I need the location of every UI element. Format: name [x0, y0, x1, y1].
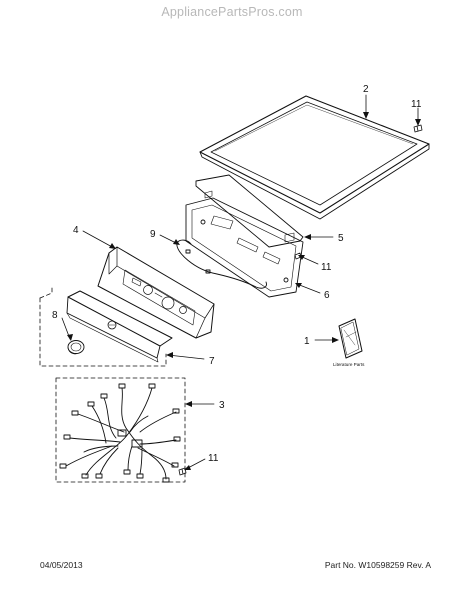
- callout-11-mid: 11: [321, 262, 332, 273]
- leader-6: [296, 283, 321, 294]
- callout-11-lower: 11: [208, 453, 219, 464]
- leader-4: [82, 230, 115, 249]
- callout-7: 7: [209, 356, 215, 367]
- callout-8: 8: [52, 310, 58, 321]
- callout-9: 9: [150, 229, 156, 240]
- main-wire-harness: [59, 383, 181, 483]
- callout-4: 4: [73, 225, 79, 236]
- main-wire-harness-box: [55, 377, 186, 483]
- callout-6: 6: [324, 290, 330, 301]
- callout-1: 1: [304, 336, 310, 347]
- leader-lines: [61, 94, 419, 470]
- screw-top-right: [413, 124, 423, 133]
- arrowheads: [67, 112, 421, 470]
- console-housing: [97, 246, 215, 339]
- watermark: AppliancePartsPros.com: [161, 5, 303, 19]
- console-overlay: [39, 286, 173, 367]
- control-knob: [67, 340, 85, 355]
- leader-7: [167, 354, 205, 360]
- callout-3: 3: [219, 400, 225, 411]
- footer-part-number: Part No. W10598259 Rev. A: [324, 560, 431, 570]
- top-panel: [199, 95, 430, 220]
- callout-2: 2: [363, 84, 369, 95]
- console-frame: [185, 174, 304, 298]
- literature-packet: [338, 318, 363, 359]
- footer-date: 04/05/2013: [40, 560, 83, 570]
- screw-lower: [178, 467, 187, 476]
- literature-label: Literature Parts: [333, 362, 365, 367]
- callout-5: 5: [338, 233, 344, 244]
- console-wire-harness: [176, 239, 267, 289]
- callout-11-top: 11: [411, 99, 422, 110]
